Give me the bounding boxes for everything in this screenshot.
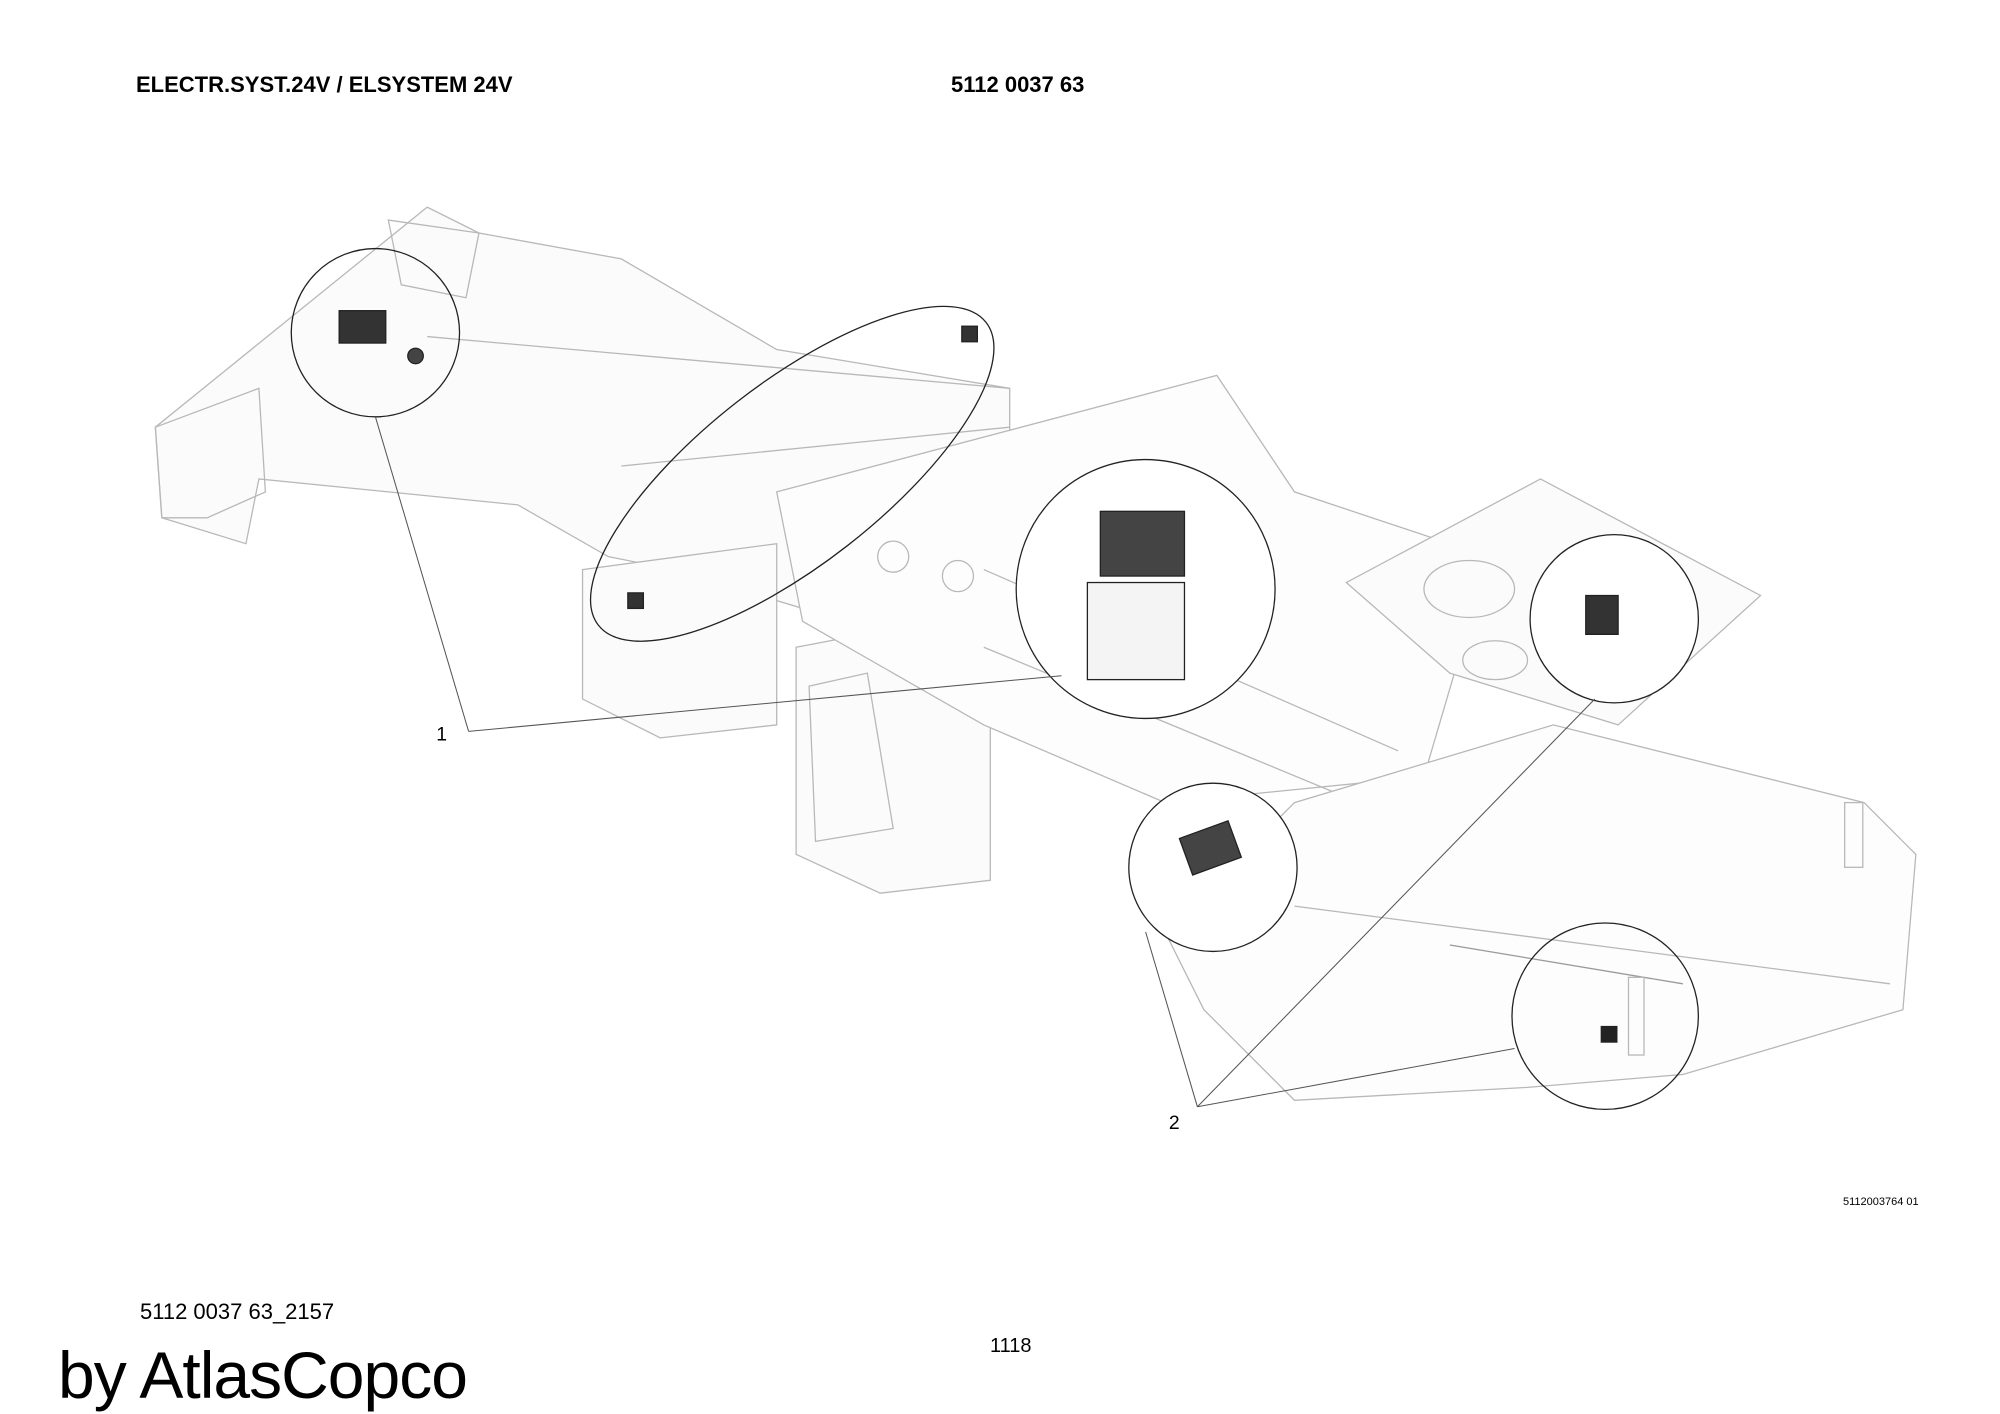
callout-1: 1 (436, 723, 447, 745)
battery (1099, 510, 1186, 577)
electrical-box (1086, 581, 1186, 681)
detail-circle (1511, 922, 1700, 1111)
document-number: 5112 0037 63 (951, 72, 1085, 97)
switch (1600, 1025, 1618, 1043)
drawing-reference: 5112003764 01 (1843, 1196, 1919, 1208)
ecu (1178, 819, 1243, 876)
page-number: 1118 (990, 1335, 1032, 1357)
connector (627, 592, 645, 610)
page-title: ELECTR.SYST.24V / ELSYSTEM 24V (136, 72, 513, 97)
bracket (1585, 594, 1619, 635)
callout-2: 2 (1169, 1112, 1180, 1134)
detail-ellipse (589, 305, 995, 642)
footer-code: 5112 0037 63_2157 (140, 1299, 335, 1324)
connector (961, 325, 978, 343)
watermark: by AtlasCopco (58, 1338, 468, 1412)
control-unit (338, 310, 387, 344)
leader-lines (374, 416, 1596, 1108)
horn (407, 347, 424, 365)
